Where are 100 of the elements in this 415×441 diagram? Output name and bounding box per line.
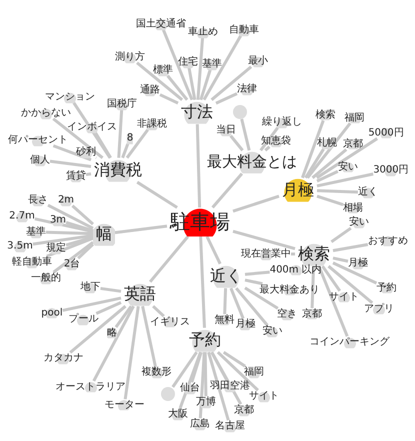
keyword: 規定 bbox=[46, 242, 66, 254]
connector-line bbox=[244, 286, 279, 310]
keyword: 標準 bbox=[153, 64, 173, 76]
keyword: 3000円 bbox=[373, 164, 409, 176]
keyword: 何パーセント bbox=[8, 134, 68, 146]
connector-line bbox=[92, 305, 135, 382]
keyword: 空き bbox=[277, 308, 298, 320]
connector-line bbox=[316, 194, 344, 206]
connector-line bbox=[196, 124, 202, 208]
keyword: 住宅 bbox=[178, 56, 198, 68]
keyword: 国土交通省 bbox=[136, 18, 186, 30]
keyword: 長さ bbox=[28, 194, 48, 206]
keyword: 個人 bbox=[30, 154, 50, 166]
connector-line bbox=[162, 29, 194, 100]
connector-line bbox=[199, 69, 212, 100]
connector-line bbox=[121, 143, 130, 158]
keyword: 京都 bbox=[343, 138, 364, 150]
keyword: カタカナ bbox=[43, 352, 84, 364]
keyword: 2台 bbox=[64, 258, 80, 270]
connector-line bbox=[222, 350, 246, 368]
keyword: イギリス bbox=[150, 316, 190, 328]
connector-line bbox=[318, 266, 349, 337]
connector-line bbox=[166, 74, 188, 101]
keyword: 最小 bbox=[248, 55, 268, 67]
keyword: 福岡 bbox=[244, 366, 264, 378]
keyword: 大阪 bbox=[168, 408, 188, 420]
keyword: プール bbox=[68, 313, 98, 325]
keyword: 2m bbox=[58, 194, 74, 206]
keyword: 札幌 bbox=[317, 138, 338, 150]
connector-line bbox=[152, 305, 165, 318]
connector-line bbox=[124, 306, 140, 400]
keyword: 近く bbox=[358, 186, 378, 198]
keyword: オーストラリア bbox=[56, 380, 126, 392]
keyword: 通路 bbox=[140, 84, 160, 96]
keyword: 3.5m bbox=[7, 240, 33, 252]
connector-line bbox=[232, 230, 296, 250]
connector-line bbox=[159, 93, 179, 104]
keyword: 400m 以内 bbox=[270, 264, 322, 276]
keyword: アプリ bbox=[364, 302, 394, 314]
connector-line bbox=[172, 351, 198, 388]
connector-line bbox=[117, 110, 124, 158]
connector-line bbox=[196, 38, 204, 100]
connector-line bbox=[32, 234, 94, 246]
connector-line bbox=[206, 236, 222, 264]
connector-line bbox=[316, 170, 338, 182]
connector-line bbox=[232, 194, 280, 213]
connector-line bbox=[211, 172, 244, 208]
connector-line bbox=[188, 67, 196, 100]
keyword: 測り方 bbox=[115, 51, 145, 63]
connector-line bbox=[136, 62, 184, 101]
keyword: 広島 bbox=[190, 418, 210, 430]
connector-line bbox=[215, 92, 238, 105]
keyword: 軽自動車 bbox=[12, 256, 52, 268]
connector-line bbox=[52, 144, 92, 162]
connector-line bbox=[96, 301, 122, 315]
keyword: 現在営業中 bbox=[241, 248, 291, 260]
connector-line bbox=[330, 226, 352, 244]
connector-line bbox=[50, 160, 92, 168]
connector-line bbox=[291, 252, 295, 256]
empty-node-dot bbox=[161, 387, 175, 401]
keyword: 国税庁 bbox=[107, 98, 137, 110]
connector-line bbox=[72, 102, 112, 159]
keyword: かからない bbox=[21, 107, 71, 119]
keyword: pool bbox=[41, 306, 63, 318]
keyword: 月極 bbox=[235, 318, 256, 330]
keyword: 万博 bbox=[196, 396, 216, 408]
keyword: サイト bbox=[249, 390, 279, 402]
keyword: 一般的 bbox=[31, 272, 61, 284]
connector-line bbox=[141, 306, 157, 367]
connector-line bbox=[306, 122, 352, 179]
connector-line bbox=[86, 172, 92, 176]
connector-line bbox=[321, 265, 342, 292]
connector-line bbox=[46, 236, 94, 258]
connector-line bbox=[304, 148, 325, 179]
connector-line bbox=[198, 352, 206, 418]
keyword: 基準 bbox=[202, 58, 222, 70]
connector-line bbox=[244, 270, 270, 276]
connector-line bbox=[207, 352, 230, 421]
keyword: 無料 bbox=[214, 314, 234, 326]
keyword: 相場 bbox=[343, 202, 364, 214]
keyword: 福岡 bbox=[344, 112, 365, 124]
keyword: マンション bbox=[45, 91, 95, 103]
connector-line bbox=[244, 278, 263, 286]
keyword: 車止め bbox=[188, 26, 218, 38]
keyword: 砂利 bbox=[76, 146, 96, 158]
connector-line bbox=[66, 236, 94, 247]
connector-line bbox=[235, 287, 269, 326]
keyword: 仙台 bbox=[180, 382, 200, 394]
connector-line bbox=[52, 118, 104, 159]
connector-line bbox=[332, 243, 368, 252]
keyword: 安い bbox=[349, 216, 370, 228]
hub-word: 幅 bbox=[93, 222, 115, 246]
keyword: コインパーキング bbox=[310, 336, 390, 348]
keyword: 月極 bbox=[348, 258, 368, 270]
connector-line bbox=[310, 266, 316, 308]
keyword: 名古屋 bbox=[215, 420, 245, 432]
connector-line bbox=[210, 351, 242, 405]
keyword: 3m bbox=[50, 214, 66, 226]
connector-line bbox=[260, 126, 279, 152]
connector-line bbox=[210, 66, 252, 101]
